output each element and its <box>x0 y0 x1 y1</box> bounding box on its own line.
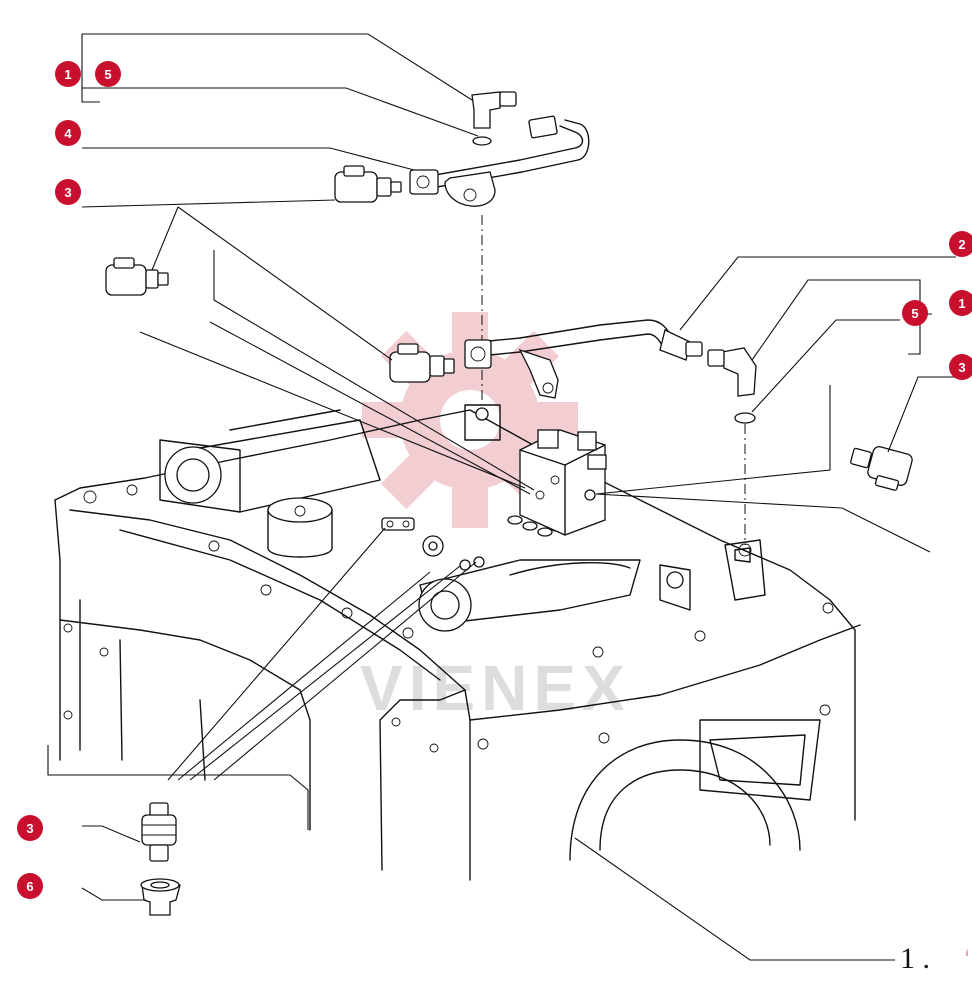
transmission-housing <box>54 404 861 881</box>
svg-text:1: 1 <box>64 67 71 82</box>
hydraulic-valve-block <box>519 429 607 536</box>
svg-text:6: 6 <box>26 879 33 894</box>
plug-cap-bottom <box>140 878 181 916</box>
svg-text:1: 1 <box>958 296 965 311</box>
leader-lines <box>47 33 956 961</box>
svg-text:3: 3 <box>958 360 965 375</box>
callout-3-bottom: 3 <box>17 815 43 841</box>
svg-text:5: 5 <box>104 67 111 82</box>
svg-text:3: 3 <box>26 821 33 836</box>
callout-1-top: 1 <box>55 61 81 87</box>
quick-coupling-bottom <box>141 802 177 862</box>
assembly-axis-lines <box>481 215 746 545</box>
callout-2: 2 <box>949 231 972 257</box>
callout-6: 6 <box>17 873 43 899</box>
elbow-fitting-right <box>707 347 757 424</box>
quick-coupling-upper <box>334 165 402 203</box>
callout-5-top: 5 <box>95 61 121 87</box>
quick-coupling-right <box>850 446 913 491</box>
svg-text:2: 2 <box>958 237 965 252</box>
lower-pipe-assembly <box>464 319 703 399</box>
corner-mark: i <box>966 948 968 958</box>
callout-1-right: 1 <box>949 290 972 316</box>
callout-5-right: 5 <box>902 300 928 326</box>
callout-4: 4 <box>55 120 81 146</box>
watermark-text: VIENEX <box>360 652 631 724</box>
elbow-fitting-top <box>471 91 517 146</box>
svg-text:4: 4 <box>64 126 72 141</box>
callout-3-right: 3 <box>949 354 972 380</box>
quick-coupling-left <box>105 257 169 296</box>
callout-3-upper: 3 <box>55 179 81 205</box>
reference-label: 1 . <box>900 942 930 975</box>
svg-text:3: 3 <box>64 185 71 200</box>
quick-coupling-center <box>389 343 455 383</box>
svg-text:5: 5 <box>911 306 918 321</box>
upper-pipe-assembly <box>409 115 590 207</box>
